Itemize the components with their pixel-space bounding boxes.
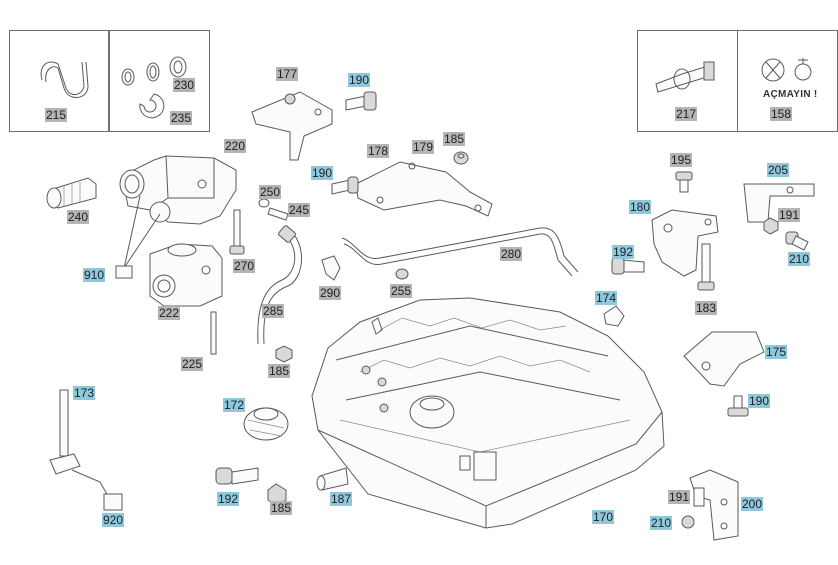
inset-box-seals: [108, 30, 210, 132]
callout-183[interactable]: 183: [695, 301, 718, 315]
callout-235[interactable]: 235: [170, 111, 193, 125]
bolt-210b-icon: [681, 515, 695, 529]
callout-170[interactable]: 170: [592, 510, 615, 524]
callout-185-top[interactable]: 185: [443, 132, 466, 146]
sleeve-187-icon: [316, 467, 349, 491]
bracket-205-icon: [743, 183, 815, 223]
callout-192-right[interactable]: 192: [612, 245, 635, 259]
bracket-180-icon: [651, 209, 719, 277]
callout-225[interactable]: 225: [181, 357, 204, 371]
callout-172[interactable]: 172: [223, 398, 246, 412]
clip-174-icon: [603, 305, 625, 327]
callout-175[interactable]: 175: [765, 345, 788, 359]
bolt-210-icon: [785, 231, 809, 251]
callout-200[interactable]: 200: [741, 497, 764, 511]
callout-191-lower[interactable]: 191: [668, 490, 691, 504]
bolt-195-icon: [675, 171, 693, 193]
clamp-icon: [655, 61, 715, 93]
bolt-190c-icon: [727, 395, 749, 417]
callout-240[interactable]: 240: [67, 210, 90, 224]
callout-910[interactable]: 910: [83, 268, 106, 282]
sensor-290-icon: [321, 255, 341, 281]
callout-180[interactable]: 180: [629, 200, 652, 214]
pipe-280-icon: [341, 227, 579, 277]
callout-222[interactable]: 222: [158, 306, 181, 320]
callout-185-left[interactable]: 185: [268, 364, 291, 378]
callout-220[interactable]: 220: [224, 139, 247, 153]
bracket-177-icon: [251, 91, 333, 161]
callout-192-lower[interactable]: 192: [217, 492, 240, 506]
valve-lower-icon: [149, 243, 223, 307]
callout-255[interactable]: 255: [390, 284, 413, 298]
callout-217[interactable]: 217: [675, 107, 698, 121]
bolt-190-icon: [345, 91, 377, 111]
inset-box-clips: [9, 30, 110, 132]
callout-195[interactable]: 195: [670, 153, 693, 167]
callout-185-lower[interactable]: 185: [270, 501, 293, 515]
plug-255-icon: [395, 268, 409, 280]
callout-158[interactable]: 158: [770, 107, 793, 121]
stud-225-icon: [210, 311, 217, 355]
nut-185c-icon: [267, 483, 287, 507]
pin-270-icon: [229, 209, 245, 255]
fitting-245-icon: [258, 198, 289, 221]
callout-215[interactable]: 215: [45, 108, 68, 122]
callout-191-top[interactable]: 191: [778, 208, 801, 222]
nut-191b-icon: [693, 487, 705, 507]
bolt-192b-icon: [215, 467, 259, 485]
callout-173[interactable]: 173: [73, 386, 96, 400]
cap-172-icon: [243, 407, 289, 441]
callout-178[interactable]: 178: [367, 144, 390, 158]
hose-285-icon: [257, 225, 303, 345]
callout-187[interactable]: 187: [330, 492, 353, 506]
nut-185b-icon: [275, 345, 293, 363]
bracket-175-icon: [683, 331, 765, 387]
callout-280[interactable]: 280: [500, 247, 523, 261]
callout-245[interactable]: 245: [288, 203, 311, 217]
callout-285[interactable]: 285: [262, 304, 285, 318]
callout-179[interactable]: 179: [412, 140, 435, 154]
tank-170-icon: [311, 297, 665, 529]
callout-920[interactable]: 920: [102, 513, 125, 527]
bolt-192-icon: [611, 257, 645, 275]
nut-185-icon: [453, 151, 469, 165]
callout-205[interactable]: 205: [767, 163, 790, 177]
callout-190-mid[interactable]: 190: [311, 166, 334, 180]
callout-177[interactable]: 177: [276, 67, 299, 81]
connector-240-icon: [46, 177, 97, 209]
nut-191-icon: [763, 217, 779, 235]
sensor-173-icon: [49, 389, 123, 511]
callout-174[interactable]: 174: [595, 291, 618, 305]
callout-230[interactable]: 230: [173, 78, 196, 92]
bracket-178-icon: [355, 161, 493, 217]
callout-250[interactable]: 250: [259, 185, 282, 199]
callout-190-top[interactable]: 190: [348, 73, 371, 87]
stud-183-icon: [697, 243, 715, 291]
warning-cap-icon: [761, 58, 812, 82]
callout-190-right[interactable]: 190: [748, 394, 771, 408]
bolt-190b-icon: [331, 176, 359, 195]
valve-block-icon: [119, 155, 237, 225]
seal-ring-icon: [121, 56, 187, 119]
callout-270[interactable]: 270: [233, 259, 256, 273]
callout-210-lower[interactable]: 210: [650, 516, 673, 530]
callout-210-top[interactable]: 210: [788, 252, 811, 266]
clip-icon: [40, 61, 89, 98]
leader-910: [115, 195, 161, 279]
warning-text: AÇMAYIN !: [763, 89, 818, 100]
callout-290[interactable]: 290: [319, 286, 342, 300]
